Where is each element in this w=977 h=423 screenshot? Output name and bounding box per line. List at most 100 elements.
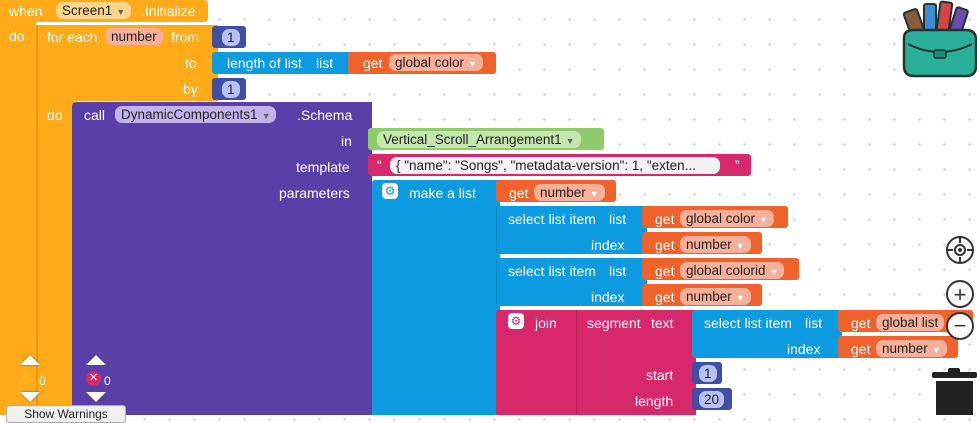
variable-name: global colorid xyxy=(686,263,766,278)
number-value: 1 xyxy=(704,366,712,381)
loop-to-label: to xyxy=(185,55,197,71)
call-schema-block[interactable] xyxy=(72,102,372,415)
loop-do-label: do xyxy=(47,107,63,123)
loop-variable-field[interactable]: number xyxy=(105,28,163,45)
select-list-item-label: select list item xyxy=(508,211,596,227)
component-name: Vertical_Scroll_Arrangement1 xyxy=(383,132,562,147)
dropdown-arrow-icon: ▼ xyxy=(565,136,575,146)
dropdown-arrow-icon: ▼ xyxy=(116,7,126,17)
make-a-list-label: make a list xyxy=(409,185,476,201)
zoom-out-icon[interactable]: − xyxy=(946,312,974,340)
global-colorid-dropdown[interactable]: global colorid▼ xyxy=(680,262,785,279)
recenter-target-icon[interactable] xyxy=(946,236,974,264)
number-variable-dropdown[interactable]: number▼ xyxy=(534,184,605,201)
variable-name: global color xyxy=(686,211,756,226)
variable-name: number xyxy=(540,185,586,200)
template-label: template xyxy=(296,159,350,175)
join-block[interactable] xyxy=(496,310,696,415)
global-color-dropdown[interactable]: global color▼ xyxy=(389,54,483,71)
select-index-label: index xyxy=(591,289,625,305)
variable-name: number xyxy=(686,237,732,252)
dropdown-arrow-icon: ▼ xyxy=(261,111,271,121)
select-list-item-label: select list item xyxy=(508,263,596,279)
dropdown-arrow-icon: ▼ xyxy=(759,215,768,225)
select-list-label: list xyxy=(609,211,627,227)
select-index-label: index xyxy=(591,237,625,253)
select-list-item-block-2[interactable] xyxy=(496,258,647,306)
global-color-dropdown[interactable]: global color▼ xyxy=(680,210,774,227)
get-label: get xyxy=(363,55,383,71)
warning-count: 0 xyxy=(39,374,46,388)
component-dropdown-dynamiccomponents1[interactable]: DynamicComponents1▼ xyxy=(115,106,277,123)
trash-body xyxy=(936,381,973,415)
number-variable-dropdown[interactable]: number▼ xyxy=(680,288,751,305)
close-quote-label: ” xyxy=(735,157,740,173)
variable-name: global color xyxy=(395,55,465,70)
warning-down-arrow-icon[interactable] xyxy=(20,392,40,402)
length-of-list-block[interactable] xyxy=(212,52,352,74)
template-text-field[interactable]: { "name": "Songs", "metadata-version": 1… xyxy=(390,157,720,174)
length-of-list-label: length of list xyxy=(227,55,302,71)
make-a-list-block[interactable] xyxy=(372,180,500,415)
show-warnings-button[interactable]: Show Warnings xyxy=(6,405,126,423)
get-label: get xyxy=(509,185,529,201)
number-variable-dropdown[interactable]: number▼ xyxy=(876,340,947,357)
join-divider xyxy=(576,310,577,415)
dropdown-arrow-icon: ▼ xyxy=(931,345,941,355)
for-each-loop-spine xyxy=(36,25,74,415)
get-label: get xyxy=(655,289,675,305)
event-do-label: do xyxy=(9,28,25,44)
trash-lid xyxy=(932,372,977,378)
method-name-label: .Schema xyxy=(297,107,353,123)
number-field-by[interactable]: 1 xyxy=(222,81,240,98)
template-value: { "name": "Songs", "metadata-version": 1… xyxy=(396,158,696,173)
component-name: DynamicComponents1 xyxy=(121,107,258,122)
select-list-item-block-1[interactable] xyxy=(496,206,647,254)
gear-icon[interactable]: ⚙ xyxy=(382,183,398,199)
warning-up-arrow-icon[interactable] xyxy=(20,355,40,365)
call-label: call xyxy=(84,107,106,123)
zoom-in-icon[interactable]: + xyxy=(946,280,974,308)
number-field-length[interactable]: 20 xyxy=(699,391,725,408)
error-up-arrow-icon[interactable] xyxy=(86,355,106,365)
get-label: get xyxy=(655,263,675,279)
show-warnings-label: Show Warnings xyxy=(24,407,108,421)
segment-start-label: start xyxy=(646,367,674,383)
number-value: 1 xyxy=(227,82,235,97)
select-list-item-block-3[interactable] xyxy=(692,310,842,358)
number-field-start[interactable]: 1 xyxy=(699,365,717,382)
select-list-item-label: select list item xyxy=(704,315,792,331)
segment-length-label: length xyxy=(635,393,674,409)
error-count: 0 xyxy=(104,374,111,388)
in-label: in xyxy=(341,133,352,149)
dropdown-arrow-icon: ▼ xyxy=(769,267,779,277)
gear-icon[interactable]: ⚙ xyxy=(508,313,524,329)
dropdown-arrow-icon: ▼ xyxy=(589,189,599,199)
select-list-label: list xyxy=(609,263,627,279)
number-variable-dropdown[interactable]: number▼ xyxy=(680,236,751,253)
trash-handle xyxy=(948,368,960,373)
segment-label: segment xyxy=(587,315,641,331)
get-label: get xyxy=(655,211,675,227)
crosshair-icon xyxy=(948,238,972,262)
number-field-from[interactable]: 1 xyxy=(222,29,240,46)
number-value: 20 xyxy=(704,392,720,407)
select-list-label: list xyxy=(805,315,823,331)
open-quote-label: “ xyxy=(377,157,382,173)
backpack-icon[interactable] xyxy=(900,0,977,78)
get-label: get xyxy=(851,315,871,331)
global-list-dropdown[interactable]: global list xyxy=(876,314,945,331)
event-block-spine xyxy=(0,0,36,415)
dropdown-arrow-icon: ▼ xyxy=(735,241,745,251)
component-dropdown-screen1[interactable]: Screen1▼ xyxy=(56,2,132,19)
join-label: join xyxy=(535,315,557,331)
vertical-scroll-dropdown[interactable]: Vertical_Scroll_Arrangement1▼ xyxy=(377,131,581,148)
event-name-label: .Initialize xyxy=(141,3,196,19)
number-value: 1 xyxy=(227,30,235,45)
variable-name: number xyxy=(686,289,732,304)
get-label: get xyxy=(851,341,871,357)
warning-triangle-icon: ⚠ xyxy=(19,370,33,387)
trash-can-icon[interactable] xyxy=(932,368,977,415)
error-down-arrow-icon[interactable] xyxy=(86,392,106,402)
parameters-label: parameters xyxy=(279,185,350,201)
